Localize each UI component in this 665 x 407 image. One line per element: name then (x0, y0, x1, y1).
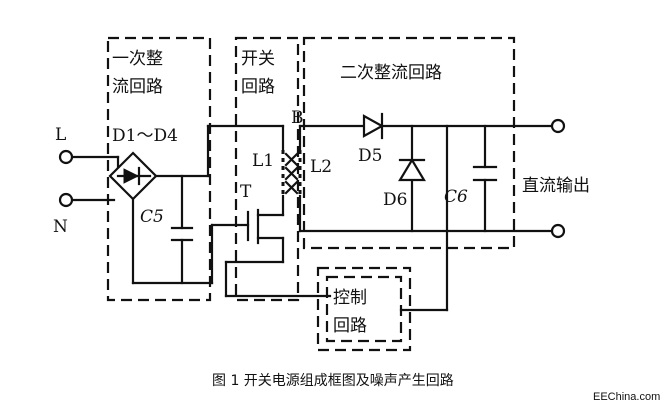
label-T: T (240, 182, 252, 202)
figure-caption: 图 1 开关电源组成框图及噪声产生回路 (212, 373, 454, 389)
label-dc-output: 直流输出 (522, 176, 590, 196)
control-block-outer (316, 266, 412, 352)
control-title-line2: 回路 (333, 316, 367, 336)
terminal-N (58, 192, 74, 208)
label-C6: C6 (444, 187, 468, 207)
switch-title-line1: 开关 (241, 49, 275, 69)
label-N: N (53, 217, 68, 237)
secondary-rectifier-block (302, 36, 516, 250)
switch-block (234, 36, 300, 302)
output-terminal-positive (550, 118, 566, 134)
wiring (70, 124, 554, 312)
label-B: B (291, 108, 304, 128)
label-L2: L2 (310, 157, 332, 177)
block-boundaries (106, 36, 516, 352)
primary-rectifier-title-line1: 一次整 (112, 49, 163, 69)
diode-D6 (398, 157, 426, 182)
control-title-line1: 控制 (333, 288, 367, 308)
diode-D5 (362, 112, 385, 140)
label-D5: D5 (358, 146, 382, 166)
source-credit: EEChina.com (593, 391, 660, 403)
terminal-L (58, 149, 74, 165)
label-L1: L1 (252, 151, 274, 171)
label-D1-D4: D1～D4 (112, 126, 178, 146)
primary-rectifier-title-line2: 流回路 (112, 77, 163, 97)
bridge-rectifier (108, 151, 158, 201)
transformer (281, 150, 302, 196)
secondary-rectifier-title: 二次整流回路 (340, 63, 442, 83)
primary-rectifier-block (106, 36, 212, 302)
output-terminal-negative (550, 223, 566, 239)
label-C5: C5 (140, 207, 164, 227)
switch-title-line2: 回路 (241, 77, 275, 97)
label-D6: D6 (383, 190, 407, 210)
label-L: L (55, 125, 66, 145)
control-block-inner (325, 275, 403, 343)
